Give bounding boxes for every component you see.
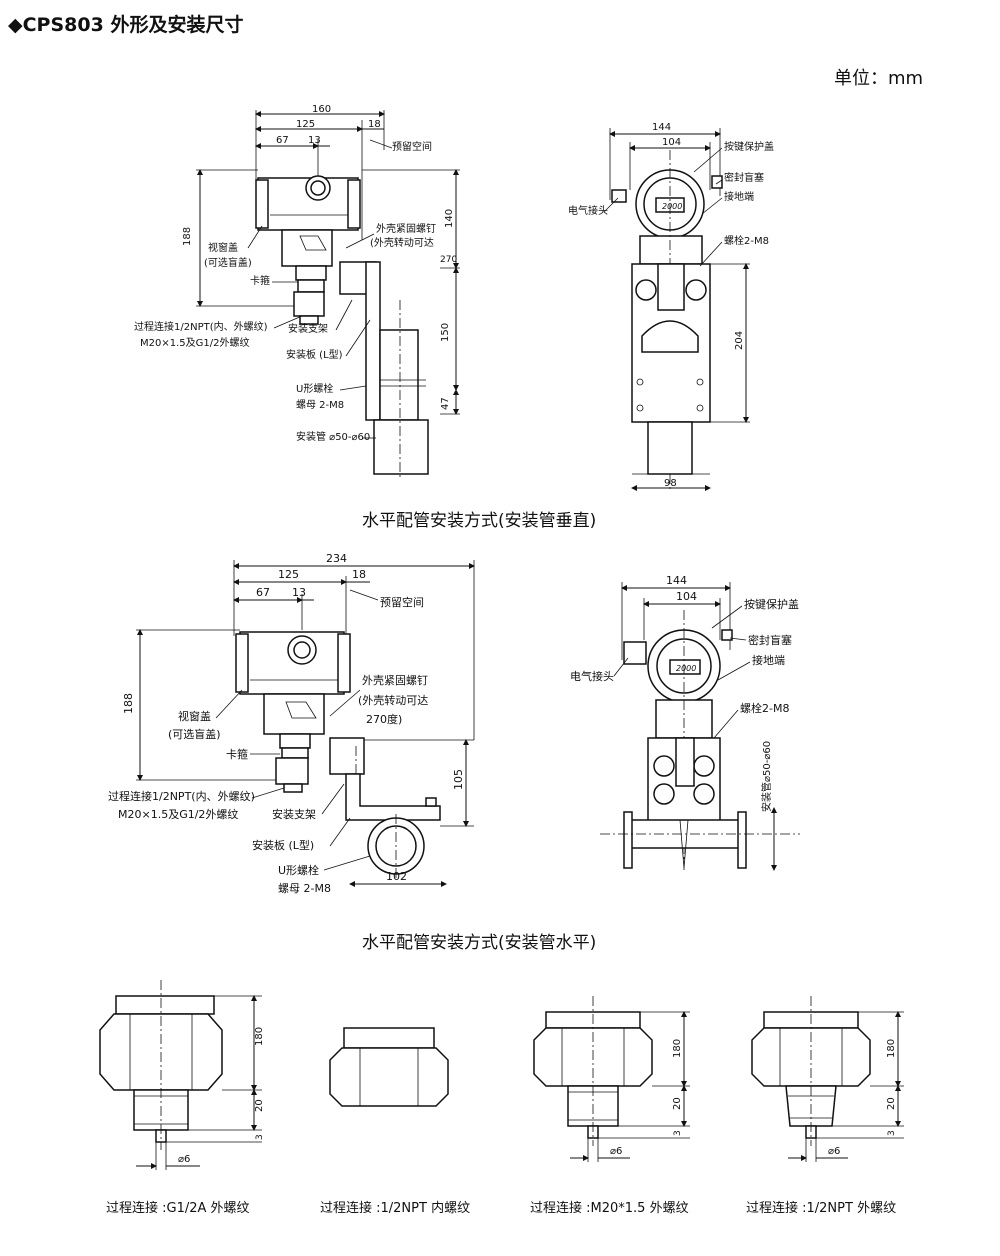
dim-3-c1: 3: [255, 1134, 265, 1140]
label-clamp: 卡箍: [250, 274, 270, 287]
label-reserved-2: 预留空间: [380, 595, 424, 609]
dim-180-c3: 180: [672, 1039, 683, 1058]
dim-270: 270: [440, 255, 457, 265]
label-pipe-2: 安装管⌀50-⌀60: [760, 741, 773, 812]
label-screw1: 外壳紧固螺钉: [376, 222, 436, 235]
section1-caption: 水平配管安装方式(安装管垂直): [362, 511, 597, 531]
dim-3-c4: 3: [887, 1130, 897, 1136]
label-window2-2: (可选盲盖): [168, 727, 221, 741]
dim-150: 150: [440, 323, 451, 342]
section1-side-view: 160 125 18 67 13 预留空间 188: [134, 104, 460, 480]
dim-47: 47: [440, 397, 451, 410]
unit-label: 单位：mm: [834, 68, 924, 89]
label-electrical: 电气接头: [568, 204, 608, 217]
dim-phi-c1: ⌀6: [178, 1154, 190, 1165]
label-process1: 过程连接1/2NPT(内、外螺纹): [134, 320, 268, 333]
label-seal: 密封盲塞: [724, 171, 764, 184]
label-reserved: 预留空间: [392, 140, 432, 153]
dim-160: 160: [312, 104, 331, 115]
dim-18-2: 18: [352, 568, 366, 581]
connection-m20: 180 20 3 ⌀6: [533, 996, 690, 1162]
dim-18: 18: [368, 119, 381, 130]
dim-13-2: 13: [292, 586, 306, 599]
label-ground: 接地端: [724, 190, 754, 203]
label-screw2-2: (外壳转动可达: [358, 693, 428, 707]
dim-144-2: 144: [666, 574, 687, 587]
label-process2-2: M20×1.5及G1/2外螺纹: [118, 807, 238, 821]
label-ubolt2: 螺母 2-M8: [296, 399, 344, 411]
label-window1: 视窗盖: [208, 241, 238, 254]
label-bracket-2: 安装支架: [272, 807, 316, 821]
dim-188-2: 188: [122, 693, 135, 714]
label-ubolt1-2: U形螺栓: [278, 863, 319, 877]
label-bracket: 安装支架: [288, 322, 328, 335]
dim-125-2: 125: [278, 568, 299, 581]
label-window1-2: 视窗盖: [178, 709, 211, 723]
dim-105: 105: [452, 769, 465, 790]
dim-102: 102: [386, 870, 407, 883]
label-ground-2: 接地端: [752, 654, 785, 667]
dim-phi-c3: ⌀6: [610, 1146, 622, 1157]
dim-67-2: 67: [256, 586, 270, 599]
connection-label-2: 过程连接 :1/2NPT 内螺纹: [320, 1201, 471, 1216]
display-reading: 2000: [662, 202, 682, 211]
label-bolt: 螺栓2-M8: [724, 234, 769, 247]
label-pipe: 安装管 ⌀50-⌀60: [296, 430, 370, 443]
dim-98: 98: [664, 478, 677, 489]
label-window2: (可选盲盖): [204, 256, 252, 269]
dim-67: 67: [276, 135, 289, 146]
dim-104-2: 104: [676, 590, 697, 603]
dim-188: 188: [182, 227, 193, 246]
label-plate-2: 安装板 (L型): [252, 838, 314, 852]
dim-3-c3: 3: [673, 1130, 683, 1136]
dim-20-c1: 20: [254, 1099, 265, 1112]
dim-20-c4: 20: [886, 1097, 897, 1110]
label-screw2: (外壳转动可达: [370, 236, 434, 249]
label-process2: M20×1.5及G1/2外螺纹: [140, 336, 249, 349]
dim-125: 125: [296, 119, 315, 130]
dim-144: 144: [652, 122, 671, 133]
dim-phi-c4: ⌀6: [828, 1146, 840, 1157]
label-keycover: 按键保护盖: [724, 140, 774, 153]
display-reading-2: 2000: [676, 664, 696, 673]
label-ubolt1: U形螺栓: [296, 382, 333, 395]
dim-13: 13: [308, 135, 321, 146]
label-electrical-2: 电气接头: [570, 669, 614, 683]
connection-npt-inner: [329, 1027, 449, 1107]
page-title: ◆CPS803 外形及安装尺寸: [8, 14, 244, 36]
connection-g12a: 180 20 3 ⌀6: [99, 980, 265, 1170]
label-clamp-2: 卡箍: [226, 747, 248, 761]
label-screw1-2: 外壳紧固螺钉: [362, 673, 428, 687]
label-keycover-2: 按键保护盖: [744, 597, 799, 611]
label-process1-2: 过程连接1/2NPT(内、外螺纹): [108, 789, 255, 803]
section1-front-view: 144 104 2000 204 98 按键保护盖: [568, 122, 774, 491]
label-screw3-2: 270度): [366, 712, 402, 726]
label-ubolt2-2: 螺母 2-M8: [278, 882, 331, 895]
connection-label-3: 过程连接 :M20*1.5 外螺纹: [530, 1201, 689, 1216]
label-plate: 安装板 (L型): [286, 348, 343, 361]
label-seal-2: 密封盲塞: [748, 633, 792, 647]
label-bolt-2: 螺栓2-M8: [740, 701, 789, 715]
dim-234: 234: [326, 552, 347, 565]
dim-20-c3: 20: [672, 1097, 683, 1110]
dim-180-c4: 180: [886, 1039, 897, 1058]
section2-front-view: 144 104 2000 安装管⌀50-⌀60 按键保护盖 密封盲塞 接: [570, 574, 800, 871]
connection-label-1: 过程连接 :G1/2A 外螺纹: [106, 1201, 250, 1216]
connection-label-4: 过程连接 :1/2NPT 外螺纹: [746, 1201, 897, 1216]
section2-side-view: 234 125 18 67 13 预留空间 188: [108, 552, 475, 895]
connection-npt-outer: 180 20 3 ⌀6: [751, 996, 904, 1162]
section2-caption: 水平配管安装方式(安装管水平): [362, 933, 597, 953]
dim-204: 204: [734, 331, 745, 350]
dim-140: 140: [444, 209, 455, 228]
dim-104: 104: [662, 137, 681, 148]
dim-180-c1: 180: [254, 1027, 265, 1046]
